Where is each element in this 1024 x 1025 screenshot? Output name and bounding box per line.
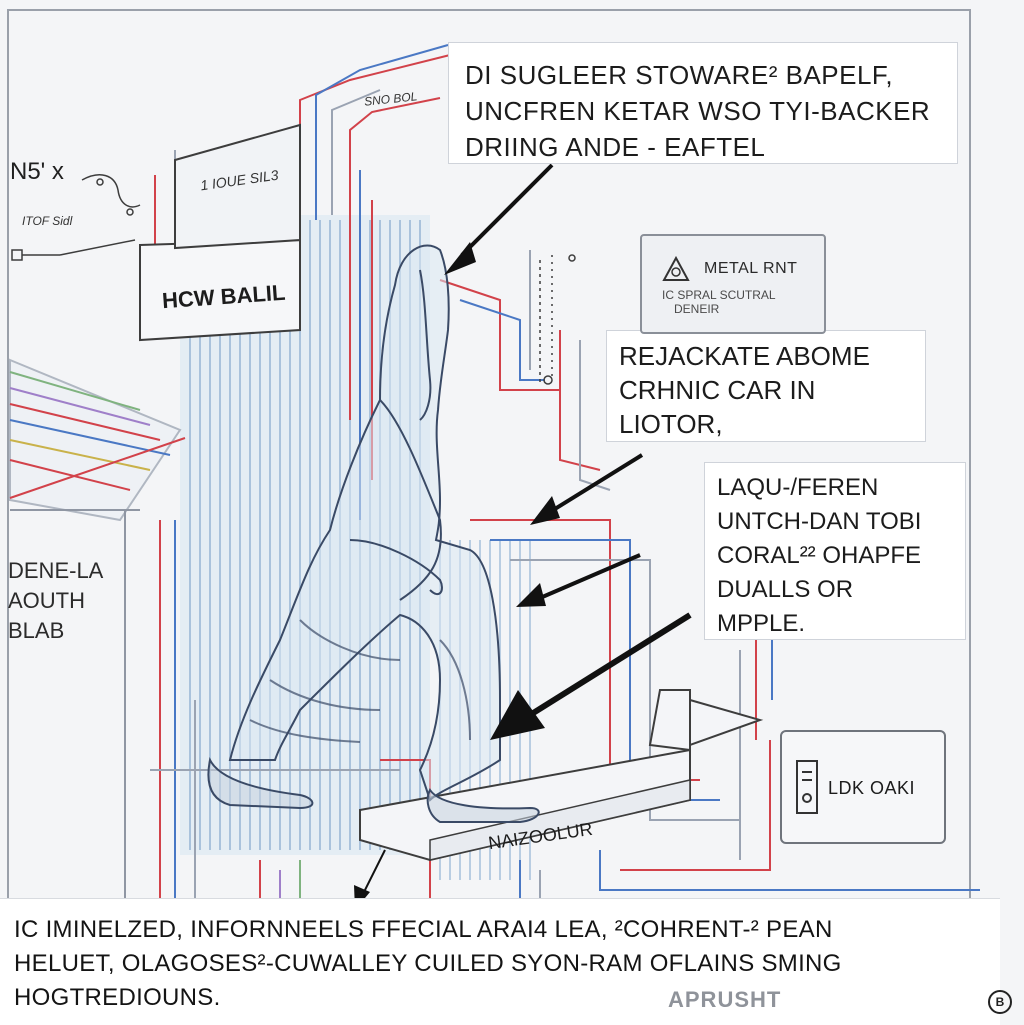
bottom-caption-line: HOGTREDIOUNS. [14,984,221,1011]
callout-mid-line: CRHNIC CAR IN [619,375,816,405]
side-label: DENE-LA AOUTH BLAB [8,556,103,646]
hazard-triangle-icon [662,256,690,281]
callout-top-line: DRIING ANDE - EAFTEL [465,132,766,162]
watermark-text: APRUSHT [668,987,782,1012]
arrow-2 [530,453,644,525]
plaque-title: METAL RNT [704,260,798,277]
callout-right-line: LAQU-/FEREN [717,474,879,501]
ldk-label: LDK OAKI [828,778,916,798]
callout-right-line: MPPLE. [717,610,806,637]
arrow-3 [516,553,641,607]
callout-top-line: UNCFREN KETAR WSO TYI-BACKER [465,96,931,126]
plaque-subtitle-2: DENEIR [674,302,720,316]
callout-right: LAQU-/FEREN UNTCH-DAN TOBI CORAL²² OHAPF… [704,462,966,640]
callout-right-line: UNTCH-DAN TOBI [717,508,922,535]
callout-arrows [354,163,692,910]
ldk-device-box: LDK OAKI [780,730,946,844]
figure-illustration [207,244,540,823]
device-panel-icon [796,760,818,814]
callout-top: DI SUGLEER STOWARE² BAPELF, UNCFREN KETA… [448,42,958,164]
bottom-caption: IC IMINELZED, INFORNNEELS FFECIAL ARAI4 … [14,913,842,1015]
bottom-caption-line: HELUET, OLAGOSES²-CUWALLEY CUILED SYON-R… [14,950,842,977]
n5-label: N5' x [10,158,64,185]
plaque-subtitle-1: IC SPRAL SCUTRAL [662,288,776,302]
left-connector [11,174,141,261]
side-label-line: BLAB [8,618,65,643]
callout-right-line: DUALLS OR [717,576,854,603]
callout-right-line: CORAL²² OHAPFE [717,542,922,569]
corner-logo-icon: B [988,990,1012,1014]
callout-mid-line: LIOTOR, [619,409,723,439]
platform [359,689,764,862]
hcw-balil-sign [139,123,301,342]
roof-planes [9,358,186,900]
arrow-1 [444,163,554,275]
arrow-4 [490,612,692,740]
mid-connectors [539,254,576,385]
bottom-caption-line: IC IMINELZED, INFORNNEELS FFECIAL ARAI4 … [14,916,833,943]
bottom-caption-panel: IC IMINELZED, INFORNNEELS FFECIAL ARAI4 … [0,898,1000,1025]
callout-mid: REJACKATE ABOME CRHNIC CAR IN LIOTOR, [606,330,926,442]
callout-mid-line: REJACKATE ABOME [619,341,870,371]
side-label-line: DENE-LA [8,558,104,583]
itof-label: ITOF Sidl [22,214,73,228]
side-label-line: AOUTH [8,588,85,613]
callout-top-line: DI SUGLEER STOWARE² BAPELF, [465,60,894,90]
